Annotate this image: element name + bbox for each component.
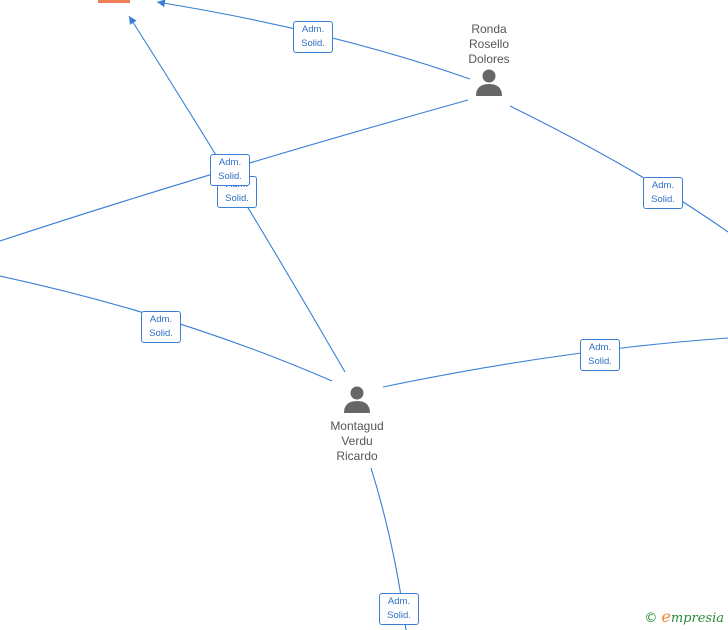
- role-badge[interactable]: Adm. Solid.: [141, 311, 181, 343]
- name-line: Verdu: [341, 434, 373, 448]
- role-adm: Adm.: [218, 157, 242, 168]
- role-adm: Adm.: [149, 314, 173, 325]
- role-badge[interactable]: Adm. Solid.: [379, 593, 419, 625]
- role-adm: Adm.: [651, 180, 675, 191]
- role-solid: Solid.: [651, 194, 675, 205]
- name-line: Montagud: [330, 419, 384, 433]
- brand-e: e: [661, 607, 671, 626]
- role-adm: Adm.: [588, 342, 612, 353]
- role-badge[interactable]: Adm. Solid.: [210, 154, 250, 186]
- role-solid: Solid.: [588, 356, 612, 367]
- name-line: Ronda: [471, 22, 507, 36]
- role-solid: Solid.: [218, 171, 242, 182]
- role-solid: Solid.: [301, 38, 325, 49]
- name-line: Ricardo: [336, 449, 378, 463]
- edge-ronda-right: [509, 105, 728, 233]
- company-node-stub[interactable]: [98, 0, 130, 3]
- person-icon: [344, 386, 370, 413]
- person-name: Montagud Verdu Ricardo: [327, 419, 387, 464]
- person-node-montagud[interactable]: Montagud Verdu Ricardo: [327, 384, 387, 464]
- edge-montagud-right: [382, 337, 728, 388]
- person-node-ronda[interactable]: Ronda Rosello Dolores: [459, 22, 519, 97]
- brand-rest: mpresia: [670, 611, 724, 626]
- empresia-watermark: ©empresia: [644, 607, 724, 626]
- role-badge[interactable]: Adm. Solid.: [580, 339, 620, 371]
- role-solid: Solid.: [149, 328, 173, 339]
- role-badge[interactable]: Adm. Solid.: [643, 177, 683, 209]
- role-solid: Solid.: [225, 193, 249, 204]
- role-adm: Adm.: [387, 596, 411, 607]
- person-name: Ronda Rosello Dolores: [459, 22, 519, 67]
- role-badge[interactable]: Adm. Solid.: [293, 21, 333, 53]
- copyright-symbol: ©: [644, 611, 658, 626]
- name-line: Rosello: [468, 37, 510, 51]
- role-solid: Solid.: [387, 610, 411, 621]
- role-adm: Adm.: [301, 24, 325, 35]
- person-icon: [476, 69, 502, 96]
- name-line: Dolores: [468, 52, 510, 66]
